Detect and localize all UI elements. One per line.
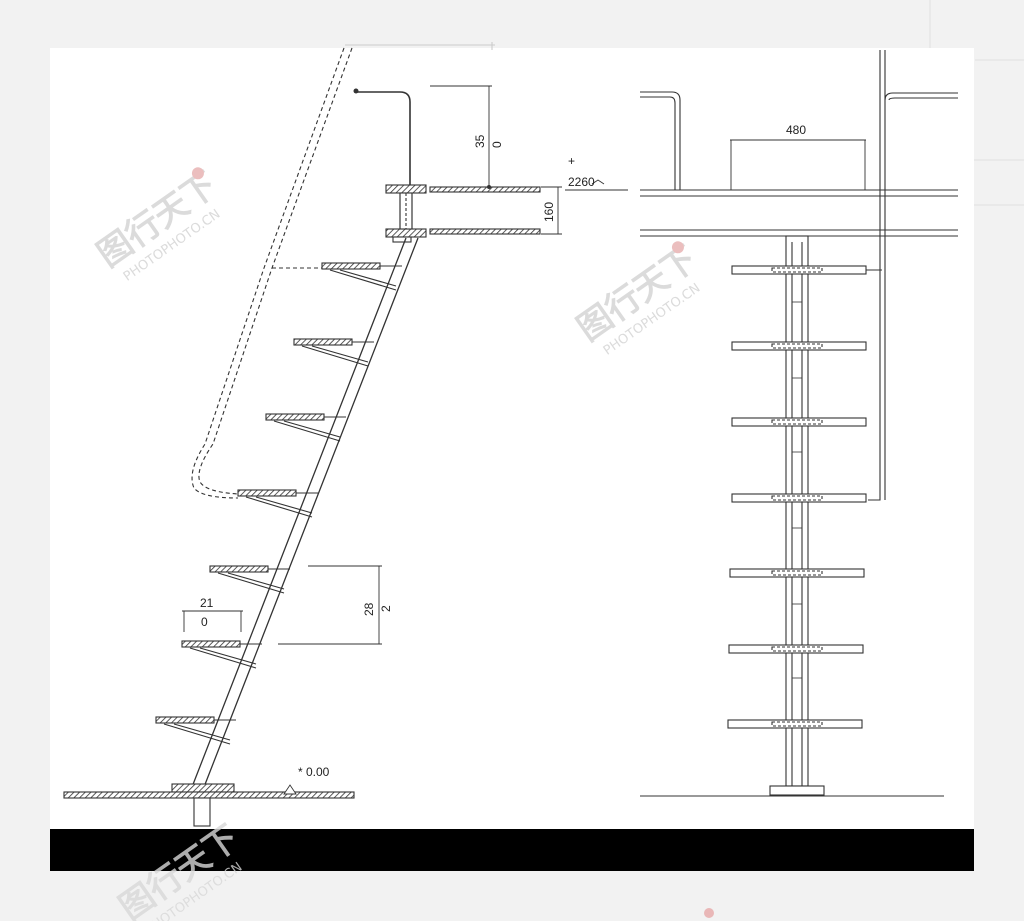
left-railing [640,91,681,190]
tread-dim-b: 0 [201,615,208,629]
width-dimension [730,139,866,190]
front-view [640,50,958,797]
top-dim-a: 35 [473,134,487,148]
platform-section [385,184,541,243]
platform-dim: 160 [542,202,556,222]
level-value: 2260 [568,175,595,189]
front-rungs [727,265,867,729]
front-width-dim: 480 [786,123,806,137]
side-dimension-lines [182,85,628,795]
riser-dim-b: 2 [379,605,393,612]
ladder-base [63,783,355,827]
right-railing [868,50,881,501]
top-handrail [355,91,411,188]
watermark-dot [704,908,714,918]
ladder-treads [155,262,402,745]
tread-dim-a: 21 [200,596,214,610]
drawing-paper [50,48,974,831]
dashed-railing [198,47,353,495]
top-dim-b: 0 [490,141,504,148]
front-base [769,785,825,796]
front-stringer [785,235,809,787]
bottom-black-bar [50,829,974,871]
riser-dim-a: 28 [362,602,376,616]
side-view [63,42,628,827]
stringer-segments [792,301,802,679]
ground-level: * 0.00 [298,765,330,779]
level-plus: + [568,154,575,168]
